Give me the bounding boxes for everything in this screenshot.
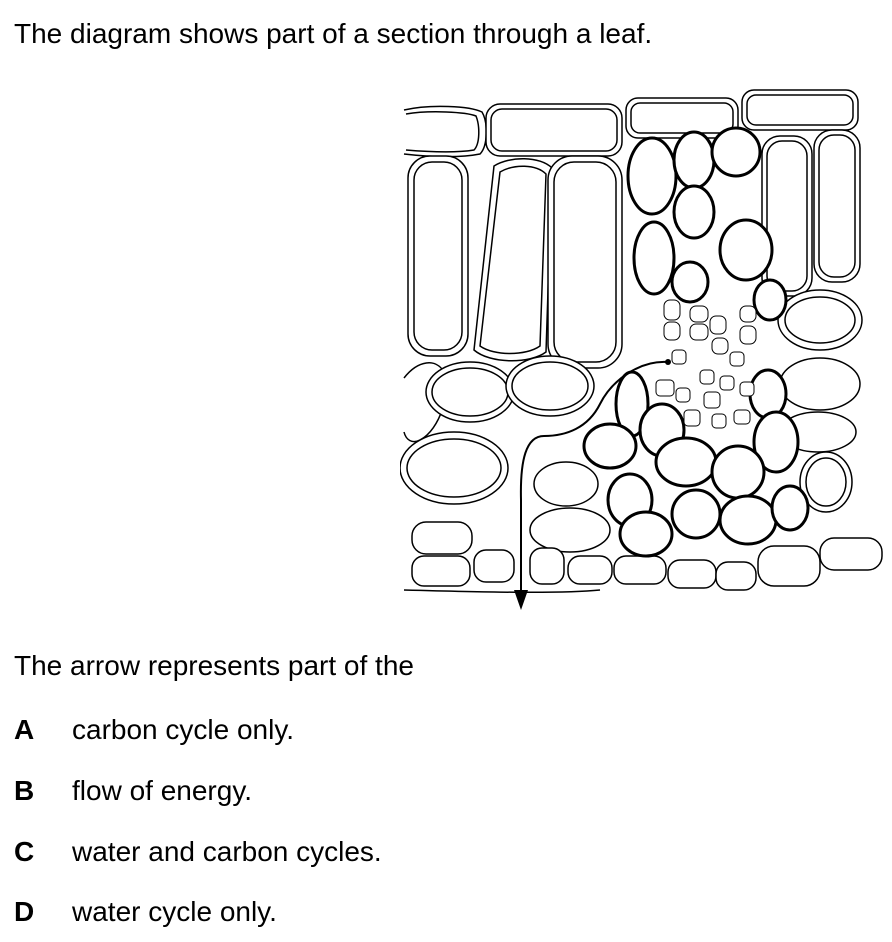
option-letter: A: [14, 714, 35, 745]
option-text: flow of energy.: [72, 775, 253, 806]
option-letter: C: [14, 836, 35, 867]
lower-epidermis-line: [403, 589, 601, 594]
option-text: carbon cycle only.: [72, 714, 295, 745]
question-intro: The diagram shows part of a section thro…: [14, 18, 653, 49]
question-stem: The arrow represents part of the: [14, 650, 414, 681]
arrowhead: [514, 590, 528, 610]
palisade-layer: [407, 129, 861, 369]
option-letter: D: [14, 896, 35, 927]
option-text: water cycle only.: [72, 896, 277, 927]
vascular-tissue: [655, 299, 757, 429]
option-letter: B: [14, 775, 35, 806]
leaf-section-diagram: [400, 89, 883, 610]
upper-epidermis: [403, 89, 859, 158]
option-text: water and carbon cycles.: [72, 836, 382, 867]
arrow: [519, 360, 669, 594]
vein-bundle-sheath: [582, 126, 810, 558]
arrow-origin-dot: [665, 359, 671, 365]
spongy-mesophyll: [400, 289, 883, 591]
